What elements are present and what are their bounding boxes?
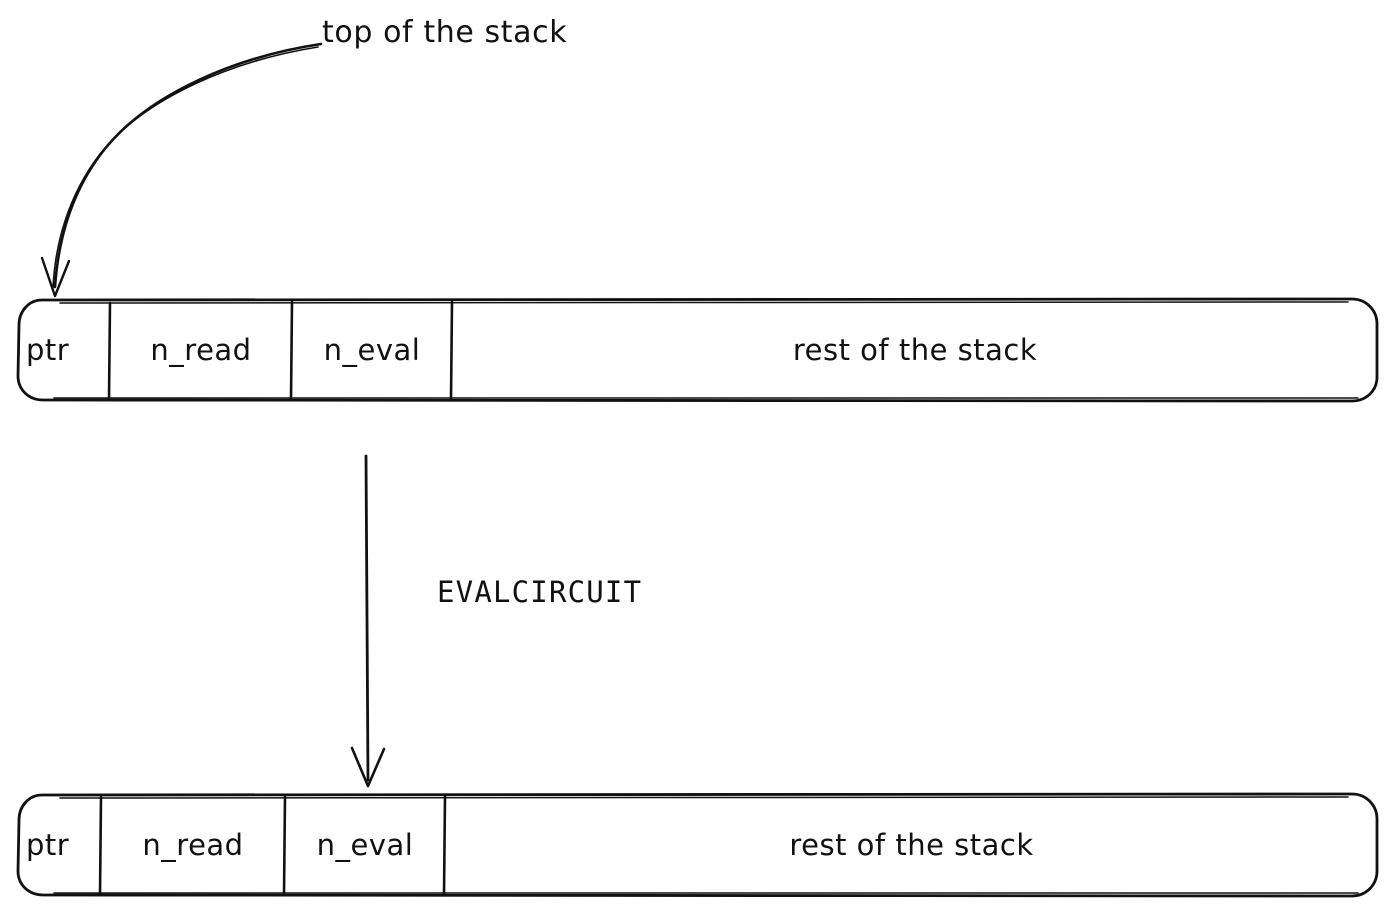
cell-label: n_read <box>142 828 244 862</box>
divider-ptr-nread <box>98 795 103 896</box>
stack-before-cell-n-read: n_read <box>112 300 290 400</box>
stack-after-cell-n-read: n_read <box>103 795 283 895</box>
stack-before-cell-n-eval: n_eval <box>294 300 450 400</box>
stack-before-cell-ptr: ptr <box>20 300 108 400</box>
stack-after-outline <box>16 792 1379 898</box>
stack-after-cell-ptr: ptr <box>20 795 100 895</box>
cell-label: n_eval <box>316 828 414 862</box>
stack-after-cell-rest: rest of the stack <box>447 795 1376 895</box>
divider-ptr-nread <box>107 301 112 401</box>
divider-neval-rest <box>449 300 454 401</box>
divider-nread-neval <box>282 794 287 896</box>
divider-neval-rest <box>442 794 447 896</box>
stack-before-outline <box>16 297 1379 403</box>
divider-nread-neval <box>289 300 294 401</box>
evalcircuit-label: EVALCIRCUIT <box>437 575 643 609</box>
cell-label: rest of the stack <box>789 828 1034 862</box>
cell-label: rest of the stack <box>792 333 1038 367</box>
top-of-stack-label: top of the stack <box>322 15 568 50</box>
cell-label: n_eval <box>323 333 421 367</box>
stack-after-cell-n-eval: n_eval <box>287 795 443 895</box>
top-of-stack-arrow <box>40 42 323 298</box>
stack-after-dividers <box>98 794 447 896</box>
evalcircuit-arrow <box>350 454 386 788</box>
cell-label: ptr <box>26 828 70 862</box>
cell-label: n_read <box>150 333 252 367</box>
stack-before-dividers <box>107 300 454 401</box>
cell-label: ptr <box>26 333 70 367</box>
stack-before-cell-rest: rest of the stack <box>454 300 1376 400</box>
